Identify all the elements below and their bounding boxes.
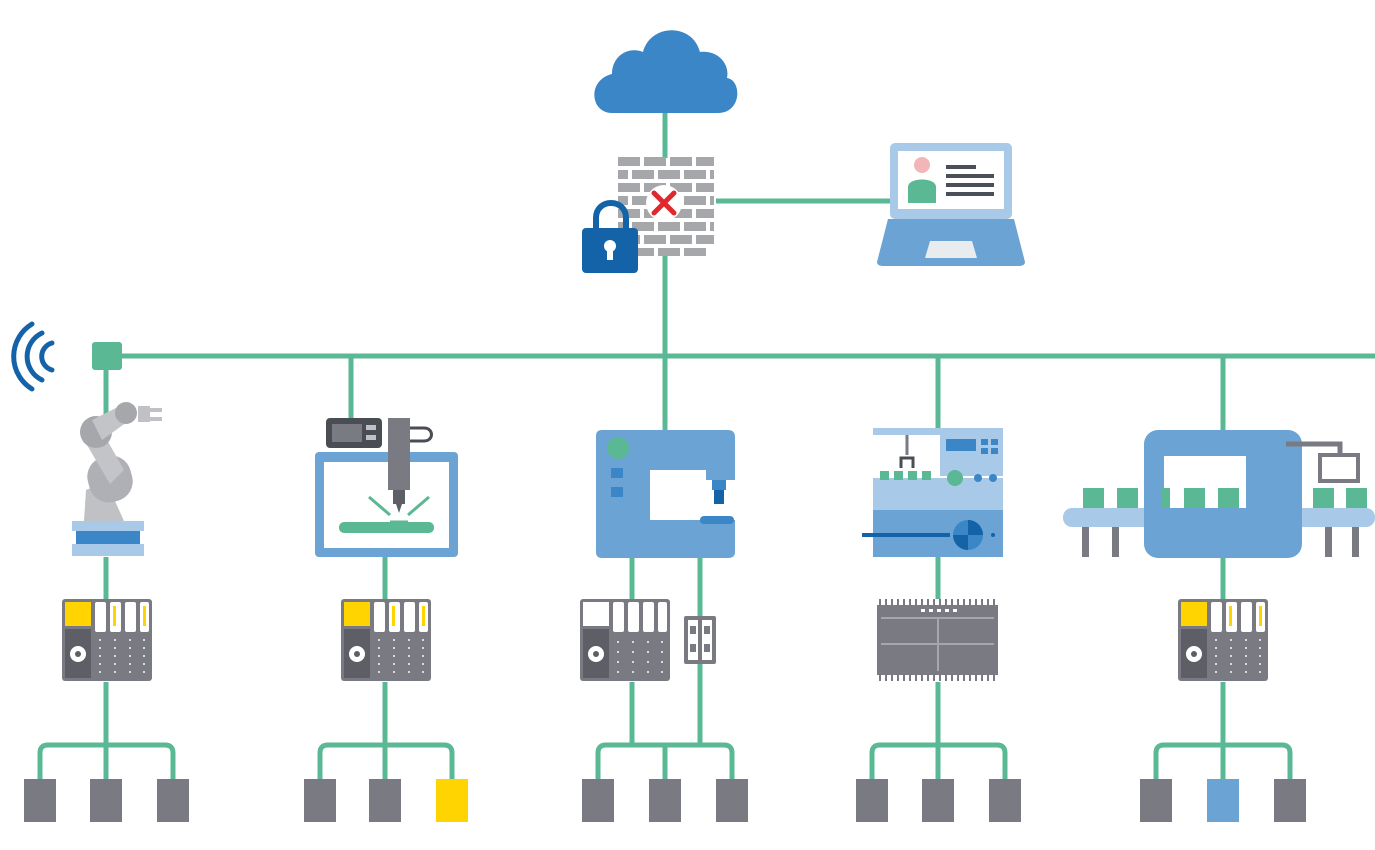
sensor-block-icon	[922, 779, 954, 822]
blocked-x-icon	[646, 185, 682, 221]
laptop-icon	[877, 143, 1025, 266]
sensor-block-icon	[856, 779, 888, 822]
firewall-icon	[618, 157, 714, 256]
sensor-block-icon	[582, 779, 614, 822]
sensor-block-icon	[1140, 779, 1172, 822]
network-gateway-node	[92, 342, 122, 370]
relay-module-icon	[684, 616, 716, 664]
sewing-machine-icon	[596, 430, 735, 558]
io-module-icon	[62, 599, 152, 681]
sensor-block-icon	[157, 779, 189, 822]
sensor-tree-robot	[24, 682, 189, 822]
cnc-machine-icon	[315, 418, 458, 557]
wireless-signal-icon	[11, 321, 55, 392]
network-lines	[103, 112, 1375, 432]
padlock-icon	[582, 200, 638, 273]
sensor-tree-conveyor	[1140, 682, 1306, 822]
io-module-icon	[1178, 599, 1268, 681]
sensor-tree-sewing	[582, 664, 748, 822]
sensor-block-icon	[304, 779, 336, 822]
sensor-block-icon	[436, 779, 468, 822]
sensor-block-icon	[989, 779, 1021, 822]
sensor-block-icon	[1207, 779, 1239, 822]
compact-controller-icon	[877, 599, 998, 681]
sensor-block-icon	[716, 779, 748, 822]
io-module-icon	[341, 599, 431, 681]
sensor-block-icon	[90, 779, 122, 822]
sensor-block-icon	[1274, 779, 1306, 822]
cloud-icon	[594, 30, 738, 114]
sensor-block-icon	[649, 779, 681, 822]
conveyor-machine-icon	[1063, 430, 1375, 558]
injection-molding-machine-icon	[862, 428, 1003, 557]
robot-arm-icon	[72, 402, 162, 556]
sensor-trees	[24, 664, 1306, 822]
io-module-icon	[580, 599, 670, 681]
sensor-tree-molding	[856, 682, 1021, 822]
sensor-block-icon	[24, 779, 56, 822]
sensor-block-icon	[369, 779, 401, 822]
station-connectors	[103, 557, 1226, 616]
sensor-tree-cnc	[304, 682, 468, 822]
